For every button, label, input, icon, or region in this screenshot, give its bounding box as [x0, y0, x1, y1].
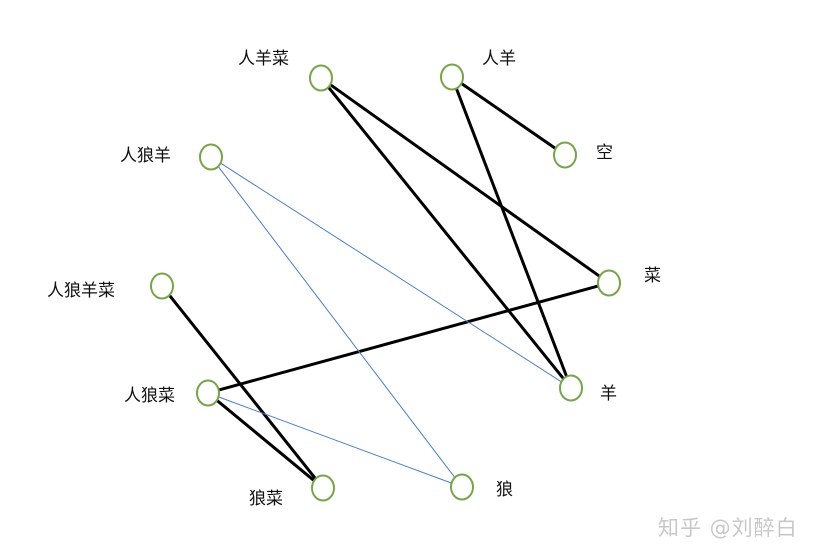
node-rlyc [150, 272, 174, 300]
node-rly [199, 143, 223, 171]
edges-layer [167, 82, 601, 484]
node-label-rlyc: 人狼羊菜 [47, 281, 115, 301]
node-label-y: 羊 [600, 384, 617, 404]
node-rlc [196, 379, 220, 407]
watermark: 知乎 @刘醉白 [658, 516, 798, 540]
edge-ry-k [460, 82, 557, 150]
edge-rly-l [217, 165, 456, 479]
edge-rlc-l [218, 396, 452, 484]
edge-rly-y [220, 162, 562, 383]
node-label-rys: 人羊菜 [238, 49, 289, 69]
nodes-layer [150, 63, 621, 502]
edge-rlc-lc [215, 399, 316, 482]
node-label-rly: 人狼羊 [120, 146, 171, 166]
node-label-c: 菜 [644, 266, 661, 286]
node-rys [309, 64, 333, 92]
node-label-l: 狼 [496, 480, 513, 500]
edge-rlc-c [218, 284, 599, 392]
node-l [450, 473, 474, 501]
edge-rlyc-lc [167, 294, 318, 480]
edge-rys-c [329, 83, 601, 278]
node-ry [440, 63, 464, 91]
edge-ry-y [454, 87, 569, 378]
node-k [553, 141, 577, 169]
node-lc [311, 474, 335, 502]
node-label-k: 空 [596, 143, 613, 163]
node-label-lc: 狼菜 [249, 489, 283, 509]
node-label-rlc: 人狼菜 [124, 386, 175, 406]
node-y [559, 374, 583, 402]
node-label-ry: 人羊 [482, 49, 516, 69]
node-c [597, 269, 621, 297]
edge-rys-y [327, 86, 565, 380]
